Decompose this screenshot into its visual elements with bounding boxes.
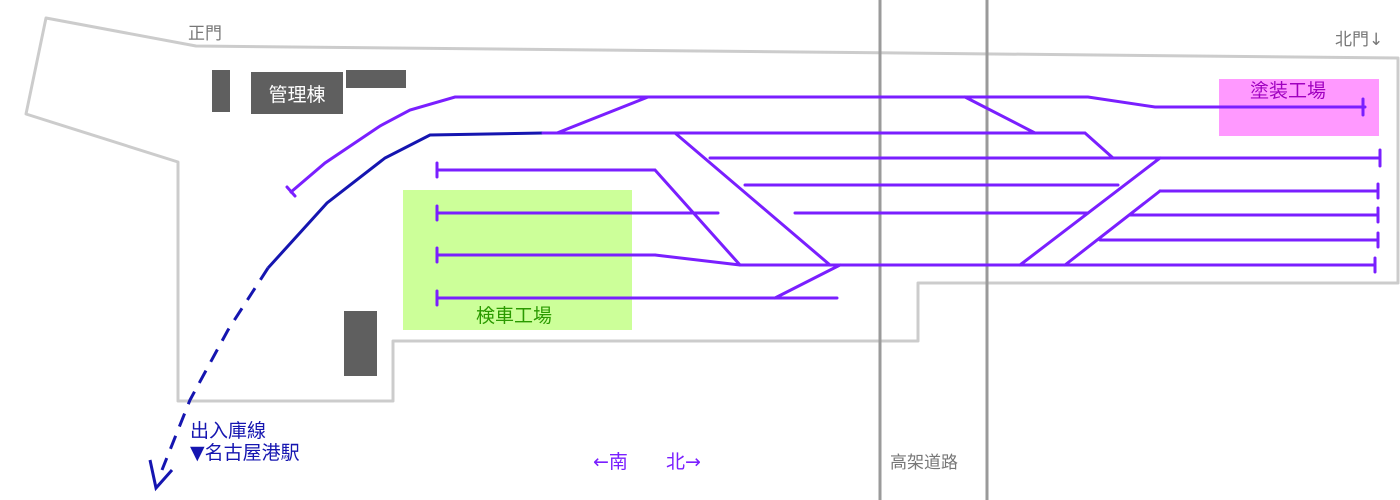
track-2 — [541, 131, 1115, 160]
diag-throat-west-b — [653, 253, 742, 267]
paint-shop-label: 塗装工場 — [1250, 80, 1327, 102]
depot-line-dashed — [160, 267, 270, 471]
elevated-road — [878, 0, 989, 500]
crossover-top-right — [963, 95, 1037, 135]
track-lead-stop — [285, 185, 297, 198]
depot-line-solid — [266, 131, 544, 270]
boundary-outline — [24, 16, 1400, 403]
compass-north-label: 北→ — [666, 451, 701, 473]
north-gate-label: 北門↓ — [1335, 30, 1384, 50]
nagoyako-station-label: ▼名古屋港駅 — [190, 442, 300, 464]
depot-line-label: 出入庫線 — [190, 420, 267, 442]
right-bumpers — [1373, 182, 1380, 274]
main-gate-label: 正門 — [188, 24, 222, 44]
diag-throat-west-c — [773, 263, 842, 300]
station-arrowhead — [148, 459, 174, 492]
diag-throat-west — [673, 131, 832, 267]
elevated-road-label: 高架道路 — [890, 453, 958, 473]
inspection-shop-label: 検車工場 — [476, 305, 553, 327]
diag-throat-east — [1018, 156, 1162, 267]
building-small-top — [346, 70, 406, 88]
building-small-bottom — [344, 311, 377, 376]
diag-throat-east-b — [1063, 189, 1162, 267]
crossover-top-left — [555, 95, 650, 135]
compass-south-label: ←南 — [593, 451, 628, 473]
admin-building: 管理棟 — [251, 72, 343, 114]
yard-tracks — [285, 95, 1382, 307]
building-small-left — [212, 70, 230, 112]
track-main — [435, 168, 1377, 267]
admin-building-label: 管理棟 — [268, 83, 326, 106]
track-top-lead — [289, 95, 1367, 194]
depot-access-line — [148, 131, 544, 492]
property-boundary — [24, 16, 1400, 403]
